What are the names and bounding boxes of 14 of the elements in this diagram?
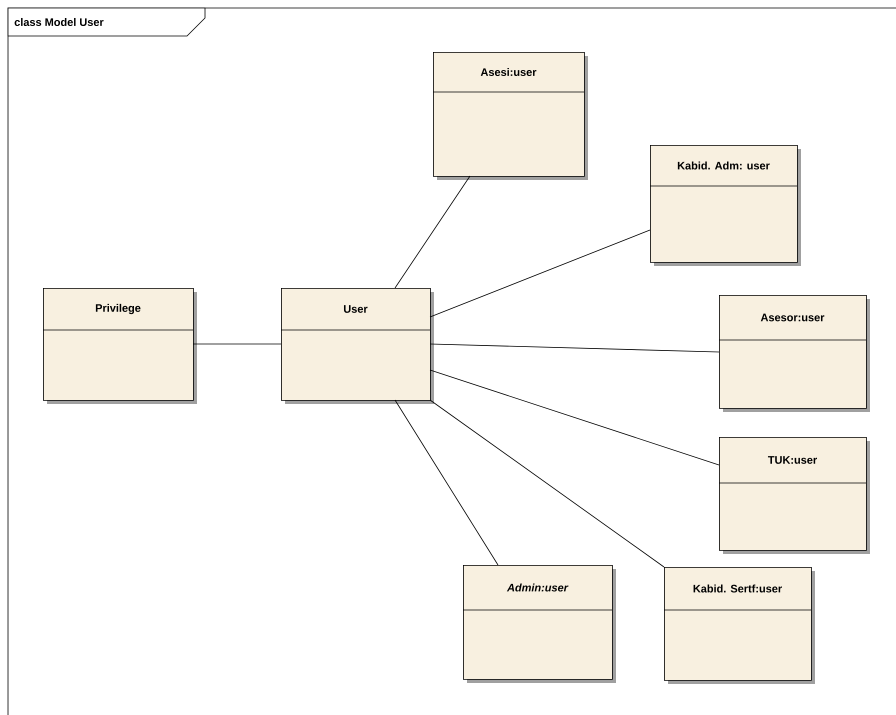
association-line xyxy=(430,370,720,466)
class-box: User xyxy=(280,288,434,404)
association-line xyxy=(394,400,498,566)
class-box: TUK:user xyxy=(718,437,870,554)
association-line xyxy=(430,230,650,318)
class-box: Admin:user xyxy=(462,565,616,683)
association-line xyxy=(430,400,664,568)
class-box: Kabid. Sertf:user xyxy=(664,567,815,684)
class-box: Asesor:user xyxy=(718,295,870,412)
class-box: Asesi:user xyxy=(432,52,588,180)
class-box: Privilege xyxy=(42,288,197,404)
association-line xyxy=(430,344,720,352)
class-box: Kabid. Adm: user xyxy=(650,145,801,266)
association-line xyxy=(394,176,470,288)
